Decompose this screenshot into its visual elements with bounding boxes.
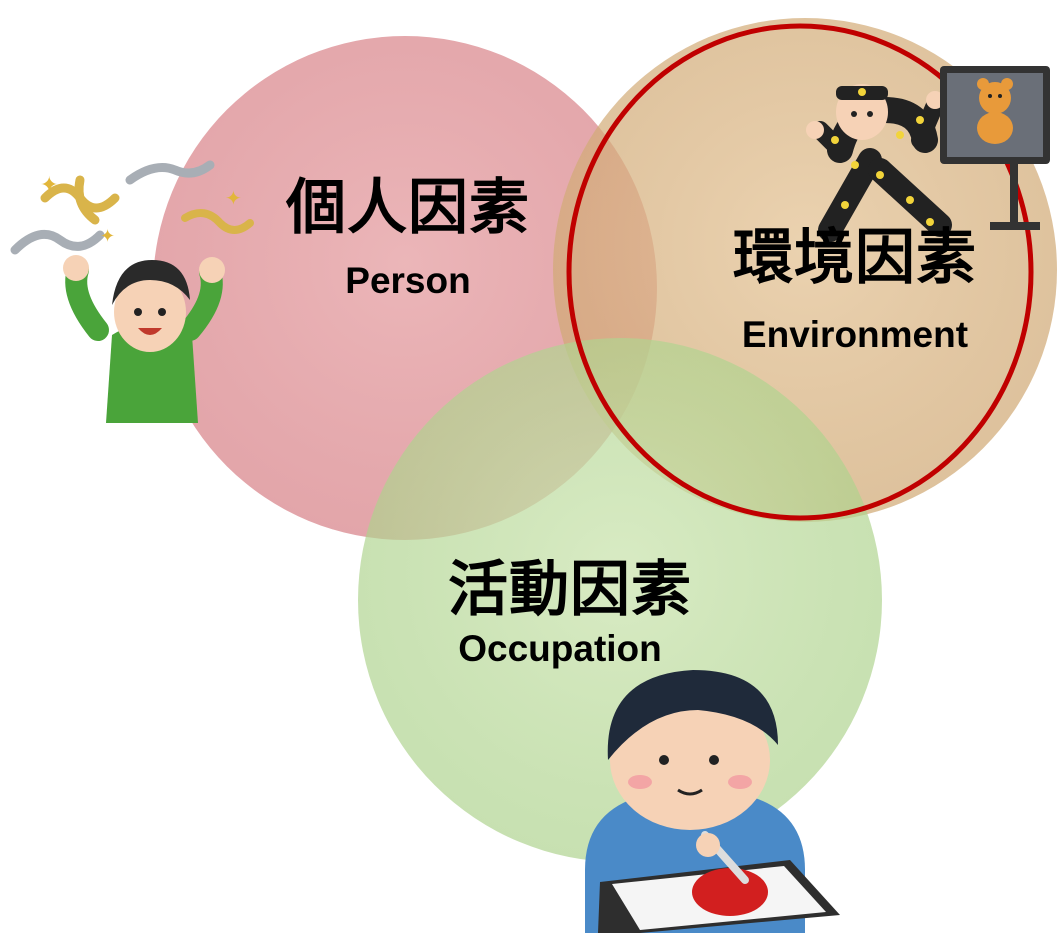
occupation-title-jp: 活動因素 xyxy=(448,555,692,625)
person-title-en: Person xyxy=(345,260,471,301)
svg-text:✦: ✦ xyxy=(225,186,242,210)
monitor-bear-icon xyxy=(940,66,1050,230)
environment-highlight-ring xyxy=(566,23,1034,521)
environment-title-jp: 環境因素 xyxy=(733,223,977,293)
svg-text:✦: ✦ xyxy=(100,226,115,247)
motion-capture-person-icon xyxy=(806,84,952,242)
person-title-jp: 個人因素 xyxy=(286,173,530,243)
celebrating-person-icon: ✦ ✦ ✦ xyxy=(10,160,254,423)
occupation-title-en: Occupation xyxy=(458,628,662,669)
environment-title-en: Environment xyxy=(741,314,969,355)
svg-text:✦: ✦ xyxy=(40,173,58,198)
tablet-drawing-person-icon xyxy=(585,670,840,933)
